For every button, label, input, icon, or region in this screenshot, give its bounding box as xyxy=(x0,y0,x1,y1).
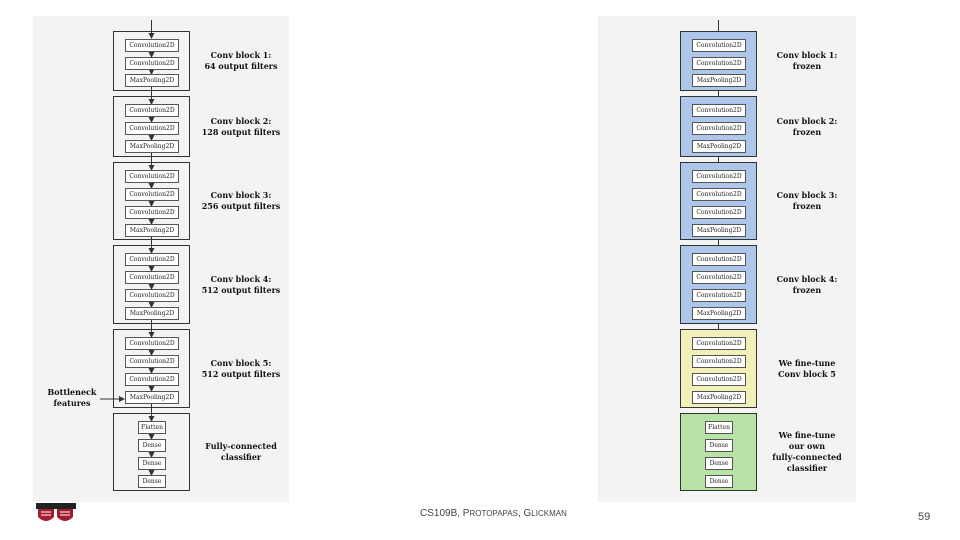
left-block-4-label-line-2: 512 output filters xyxy=(201,285,281,295)
left-block-6-layer-1: Flatten xyxy=(138,421,166,434)
left-block-5-label: Conv block 5:512 output filters xyxy=(196,358,286,380)
left-block-2-layer-3: MaxPooling2D xyxy=(125,140,179,153)
left-block-1-label-line-2: 64 output filters xyxy=(204,61,278,71)
right-block-3-label-line-2: frozen xyxy=(792,201,822,211)
left-block-5-layer-4: MaxPooling2D xyxy=(125,391,179,404)
right-block-3-layer-1: Convolution2D xyxy=(692,170,746,183)
left-block-1-layer-2: Convolution2D xyxy=(125,57,179,70)
right-block-2-layer-1: Convolution2D xyxy=(692,104,746,117)
right-block-2-layer-3: MaxPooling2D xyxy=(692,140,746,153)
shield-icon xyxy=(36,503,76,521)
left-block-3 xyxy=(113,162,190,240)
right-block-4-label-line-2: frozen xyxy=(792,285,822,295)
left-block-3-layer-2: Convolution2D xyxy=(125,188,179,201)
right-block-1-layer-1: Convolution2D xyxy=(692,39,746,52)
right-block-3-layer-2: Convolution2D xyxy=(692,188,746,201)
left-block-4 xyxy=(113,245,190,324)
left-block-6-label-line-2: classifier xyxy=(220,452,262,462)
left-block-3-layer-3: Convolution2D xyxy=(125,206,179,219)
footer-course-main: CS109B, P xyxy=(420,508,470,519)
left-block-2-label-line-1: Conv block 2: xyxy=(210,116,272,126)
left-block-5-layer-1: Convolution2D xyxy=(125,337,179,350)
left-block-5 xyxy=(113,329,190,408)
left-block-1-layer-1: Convolution2D xyxy=(125,39,179,52)
footer-course: CS109B, PROTOPAPAS, GLICKMAN xyxy=(420,508,567,519)
footer-name-small: LICKMAN xyxy=(531,509,567,518)
right-block-3-label-line-1: Conv block 3: xyxy=(776,190,838,200)
left-block-3-label-line-1: Conv block 3: xyxy=(210,190,272,200)
left-block-4-layer-3: Convolution2D xyxy=(125,289,179,302)
right-block-5-layer-4: MaxPooling2D xyxy=(692,391,746,404)
right-block-6-layer-1: Flatten xyxy=(705,421,733,434)
right-block-4-label-line-1: Conv block 4: xyxy=(776,274,838,284)
left-block-4-layer-2: Convolution2D xyxy=(125,271,179,284)
right-block-6-layer-3: Dense xyxy=(705,457,733,470)
right-block-6-label-line-4: classifier xyxy=(786,463,828,473)
right-block-2-label-line-1: Conv block 2: xyxy=(776,116,838,126)
footer-separator: , G xyxy=(517,508,532,519)
left-block-3-label: Conv block 3:256 output filters xyxy=(196,190,286,212)
right-block-5-layer-2: Convolution2D xyxy=(692,355,746,368)
right-block-4-layer-1: Convolution2D xyxy=(692,253,746,266)
left-block-4-label: Conv block 4:512 output filters xyxy=(196,274,286,296)
left-block-6-layer-4: Dense xyxy=(138,475,166,488)
right-block-4-label: Conv block 4:frozen xyxy=(763,274,851,296)
left-block-5-layer-2: Convolution2D xyxy=(125,355,179,368)
left-block-2-layer-2: Convolution2D xyxy=(125,122,179,135)
left-block-5-layer-3: Convolution2D xyxy=(125,373,179,386)
right-block-6-layer-4: Dense xyxy=(705,475,733,488)
left-block-1 xyxy=(113,31,190,91)
left-block-3-label-line-2: 256 output filters xyxy=(201,201,281,211)
right-block-6-label-line-3: fully-connected xyxy=(772,452,842,462)
right-block-2-label: Conv block 2:frozen xyxy=(763,116,851,138)
left-block-5-label-line-2: 512 output filters xyxy=(201,369,281,379)
right-block-1-layer-2: Convolution2D xyxy=(692,57,746,70)
right-block-6-label-line-1: We fine-tune xyxy=(778,430,836,440)
right-block-5-label-line-2: Conv block 5 xyxy=(778,369,836,379)
left-block-2-label-line-2: 128 output filters xyxy=(201,127,281,137)
bottleneck-label-line-1: Bottleneck xyxy=(47,387,97,397)
right-block-2-label-line-2: frozen xyxy=(792,127,822,137)
bottleneck-label: Bottleneck features xyxy=(44,387,100,409)
left-block-4-layer-4: MaxPooling2D xyxy=(125,307,179,320)
right-block-3-layer-4: MaxPooling2D xyxy=(692,224,746,237)
bottleneck-label-line-2: features xyxy=(53,398,91,408)
left-block-6 xyxy=(113,413,190,491)
left-block-4-label-line-1: Conv block 4: xyxy=(210,274,272,284)
right-block-1-label: Conv block 1:frozen xyxy=(763,50,851,72)
footer-course-small: ROTOPAPAS xyxy=(469,509,518,518)
right-block-1-label-line-2: frozen xyxy=(792,61,822,71)
left-block-2-label: Conv block 2:128 output filters xyxy=(196,116,286,138)
right-block-6-label-line-2: our own xyxy=(788,441,826,451)
left-block-1-label-line-1: Conv block 1: xyxy=(210,50,272,60)
right-block-1-label-line-1: Conv block 1: xyxy=(776,50,838,60)
right-block-4-layer-4: MaxPooling2D xyxy=(692,307,746,320)
left-block-1-layer-3: MaxPooling2D xyxy=(125,74,179,87)
left-block-4-layer-1: Convolution2D xyxy=(125,253,179,266)
left-block-6-label-line-1: Fully-connected xyxy=(205,441,277,451)
left-block-5-label-line-1: Conv block 5: xyxy=(210,358,272,368)
right-block-6-layer-2: Dense xyxy=(705,439,733,452)
right-block-4-layer-3: Convolution2D xyxy=(692,289,746,302)
left-block-6-layer-3: Dense xyxy=(138,457,166,470)
right-block-5-layer-1: Convolution2D xyxy=(692,337,746,350)
left-block-3-layer-1: Convolution2D xyxy=(125,170,179,183)
right-block-4-layer-2: Convolution2D xyxy=(692,271,746,284)
right-block-3-layer-3: Convolution2D xyxy=(692,206,746,219)
left-block-3-layer-4: MaxPooling2D xyxy=(125,224,179,237)
page-number: 59 xyxy=(918,511,931,523)
right-block-3-label: Conv block 3:frozen xyxy=(763,190,851,212)
left-block-2-layer-1: Convolution2D xyxy=(125,104,179,117)
harvard-logo xyxy=(36,503,76,525)
right-block-5-layer-3: Convolution2D xyxy=(692,373,746,386)
right-block-5-label-line-1: We fine-tune xyxy=(778,358,836,368)
right-block-2-layer-2: Convolution2D xyxy=(692,122,746,135)
left-block-6-layer-2: Dense xyxy=(138,439,166,452)
left-block-1-label: Conv block 1:64 output filters xyxy=(196,50,286,72)
left-block-2 xyxy=(113,96,190,157)
right-block-1-layer-3: MaxPooling2D xyxy=(692,74,746,87)
